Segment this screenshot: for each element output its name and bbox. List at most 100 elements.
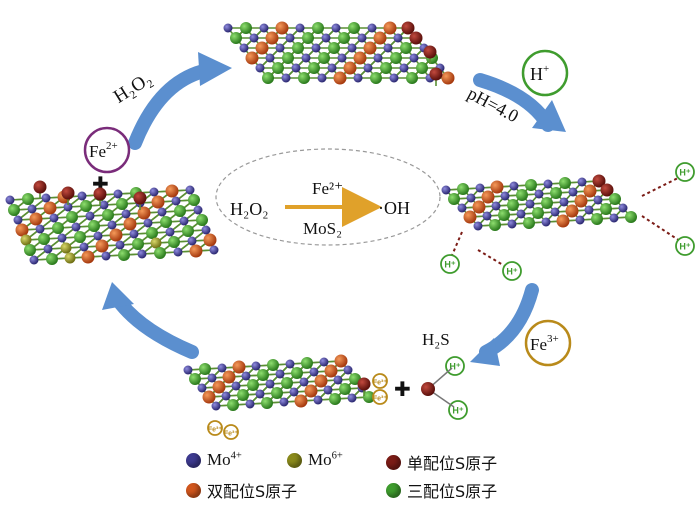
legend-s-triple: 三配位S原子 [386, 478, 497, 502]
mo4-atom [509, 181, 519, 191]
s-triple-atom [625, 211, 637, 223]
s-triple-atom [146, 227, 158, 239]
mo4-atom [301, 53, 311, 63]
s-double-atom [334, 354, 348, 368]
s-triple-atom [550, 187, 562, 199]
s-triple-atom [523, 217, 535, 229]
mo4-atom [337, 53, 347, 63]
s-triple-atom [8, 204, 20, 216]
s-triple-atom [199, 363, 211, 375]
mo6-atom [20, 234, 32, 246]
s-single-atom [423, 45, 437, 59]
mo4-atom [221, 391, 231, 401]
mo4-atom [525, 199, 535, 209]
s-triple-atom [237, 389, 249, 401]
center-reactant: H₂O₂ [230, 199, 269, 219]
mo4-atom [279, 397, 289, 407]
mo4-atom [347, 393, 357, 403]
s-single-atom [357, 377, 371, 391]
s-triple-swatch [386, 482, 401, 498]
mo4-atom [466, 193, 476, 203]
mo4-atom [275, 369, 285, 379]
mo4-atom [265, 53, 275, 63]
s-triple-atom [80, 200, 92, 212]
s-single-atom [409, 31, 423, 45]
mo4-atom [323, 385, 333, 395]
mo4-atom [209, 245, 219, 255]
ion-tag-ring [448, 400, 468, 420]
s-single-atom [401, 21, 415, 35]
ion-tag: Fe³⁺ [223, 424, 239, 440]
mo4-atom [113, 189, 123, 199]
mo4-atom [313, 395, 323, 405]
s-single-atom [33, 180, 47, 194]
s-triple-atom [281, 377, 293, 389]
mos2-layer-right [441, 174, 637, 231]
s-triple-atom [541, 197, 553, 209]
s-double-atom [472, 200, 486, 214]
mo4-atom [550, 207, 560, 217]
mo4-atom [115, 240, 125, 250]
mo4-atom [245, 399, 255, 409]
s-triple-atom [390, 52, 402, 64]
mo4-atom [363, 63, 373, 73]
s-triple-atom [457, 183, 469, 195]
mo4-atom [500, 191, 510, 201]
mo4-atom [217, 363, 227, 373]
ion-tag-label: Fe³⁺ [224, 431, 239, 438]
s-triple-atom [318, 52, 330, 64]
legend-s-single: 单配位S原子 [386, 450, 497, 474]
mo4-atom [27, 204, 37, 214]
ion-tag-ring [372, 373, 388, 389]
s-double-atom [202, 390, 216, 404]
s-single-atom [133, 191, 147, 205]
mo4-atom [321, 33, 331, 43]
ion-tag-ring [675, 162, 695, 182]
ion-tag-label: H⁺ [679, 242, 690, 252]
mo4-atom [491, 201, 501, 211]
legend-mo6: Mo6+ [287, 450, 343, 470]
mo4-atom [231, 381, 241, 391]
mo4-atom [187, 236, 197, 246]
s-triple-atom [196, 214, 208, 226]
legend-mo6-label: Mo6+ [308, 450, 343, 469]
mo4-atom [165, 227, 175, 237]
legend-s-triple-label: 三配位S原子 [407, 482, 498, 501]
ion-tag-ring [440, 254, 460, 274]
center-product: ·OH [378, 198, 410, 218]
s-triple-atom [66, 211, 78, 223]
s-double-atom [314, 374, 328, 388]
mo4-swatch [186, 452, 201, 468]
s-triple-atom [247, 379, 259, 391]
mo4-atom [207, 373, 217, 383]
s-triple-atom [132, 238, 144, 250]
mo4-atom [129, 229, 139, 239]
ion-tag-label: H⁺ [444, 260, 455, 270]
ion-tag-label: H⁺ [452, 406, 463, 416]
s-double-atom [232, 360, 246, 374]
s-triple-atom [329, 393, 341, 405]
s-triple-atom [182, 225, 194, 237]
mo4-atom [41, 193, 51, 203]
mo4-atom [137, 249, 147, 259]
ion-tag-ring [223, 424, 239, 440]
s-double-atom [265, 31, 279, 45]
s-triple-atom [532, 207, 544, 219]
ion-tag: Fe³⁺ [207, 420, 223, 436]
legend-s-double-label: 双配位S原子 [207, 482, 298, 501]
mo4-atom [49, 213, 59, 223]
s-double-atom [343, 61, 357, 75]
mo4-atom [241, 371, 251, 381]
mo4-atom [281, 73, 291, 83]
mos2-layer-bottom [183, 354, 375, 411]
s-triple-atom [507, 199, 519, 211]
ion-tag: Fe³⁺ [372, 373, 388, 389]
s-double-atom [583, 184, 597, 198]
mo4-atom [193, 205, 203, 215]
mo6-swatch [287, 452, 302, 468]
s-triple-atom [609, 193, 621, 205]
s-double-atom [556, 214, 570, 228]
s-triple-atom [272, 62, 284, 74]
s-triple-atom [38, 233, 50, 245]
